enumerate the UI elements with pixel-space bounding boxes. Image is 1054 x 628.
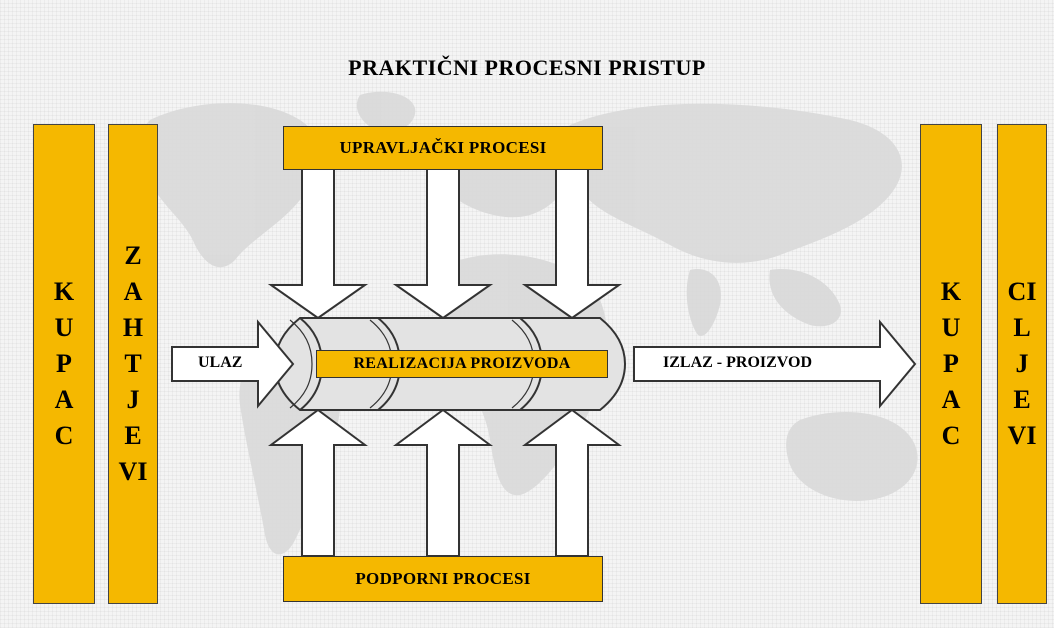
input-label: ULAZ	[198, 354, 243, 371]
product-realization-box: REALIZACIJA PROIZVODA	[316, 350, 608, 378]
up-arrow-1	[267, 408, 369, 557]
map-asia	[562, 103, 902, 263]
left-kupac-bar: KUPAC	[33, 124, 95, 604]
right-ciljevi-label: CILJEVI	[1007, 277, 1037, 450]
right-kupac-bar: KUPAC	[920, 124, 982, 604]
down-arrow-3	[521, 167, 623, 320]
support-processes-box: PODPORNI PROCESI	[283, 556, 603, 602]
page-title: PRAKTIČNI PROCESNI PRISTUP	[348, 55, 706, 80]
right-kupac-label: KUPAC	[940, 277, 962, 450]
cylinder-left-cap-inner	[289, 319, 313, 409]
up-arrow-3	[521, 408, 623, 557]
input-arrow	[171, 319, 295, 409]
management-processes-box: UPRAVLJAČKI PROCESI	[283, 126, 603, 170]
output-arrow	[633, 319, 917, 409]
map-india	[686, 269, 721, 336]
top-arrows	[267, 167, 623, 320]
right-ciljevi-bar: CILJEVI	[997, 124, 1047, 604]
bottom-arrows	[267, 408, 623, 557]
down-arrow-2	[392, 167, 494, 320]
up-arrow-2	[392, 408, 494, 557]
left-kupac-label: KUPAC	[53, 277, 75, 450]
output-label: IZLAZ - PROIZVOD	[663, 354, 813, 371]
map-southeast-asia	[769, 269, 841, 327]
down-arrow-1	[267, 167, 369, 320]
map-greenland	[356, 91, 416, 133]
left-zahtjevi-label: ZAHTJEVI	[118, 241, 148, 486]
map-australia	[786, 412, 918, 501]
map-north-america	[140, 103, 323, 268]
left-zahtjevi-bar: ZAHTJEVI	[108, 124, 158, 604]
